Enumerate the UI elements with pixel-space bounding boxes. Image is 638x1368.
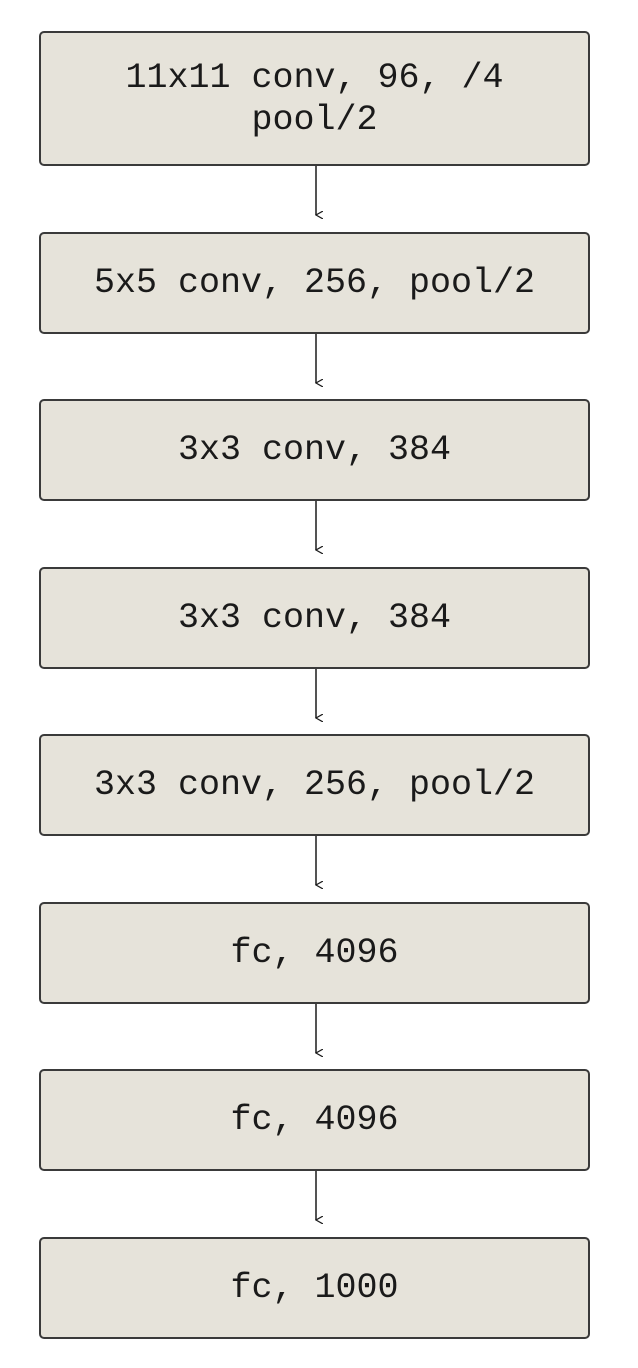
layer-box-7: fc, 4096 xyxy=(39,1069,590,1171)
layer-label: 3x3 conv, 256, pool/2 xyxy=(93,765,536,805)
layer-box-3: 3x3 conv, 384 xyxy=(39,399,590,501)
layer-label: fc, 1000 xyxy=(230,1268,399,1308)
layer-box-4: 3x3 conv, 384 xyxy=(39,567,590,669)
layer-label: fc, 4096 xyxy=(230,933,399,973)
layer-label: 5x5 conv, 256, pool/2 xyxy=(93,263,536,303)
layer-label: 3x3 conv, 384 xyxy=(177,430,452,470)
layer-box-5: 3x3 conv, 256, pool/2 xyxy=(39,734,590,836)
layer-box-8: fc, 1000 xyxy=(39,1237,590,1339)
layer-label: 11x11 conv, 96, /4 xyxy=(125,57,504,98)
layer-label: fc, 4096 xyxy=(230,1100,399,1140)
layer-box-1: 11x11 conv, 96, /4 pool/2 xyxy=(39,31,590,166)
layer-sublabel: pool/2 xyxy=(251,99,378,140)
layer-box-6: fc, 4096 xyxy=(39,902,590,1004)
layer-label: 3x3 conv, 384 xyxy=(177,598,452,638)
layer-box-2: 5x5 conv, 256, pool/2 xyxy=(39,232,590,334)
